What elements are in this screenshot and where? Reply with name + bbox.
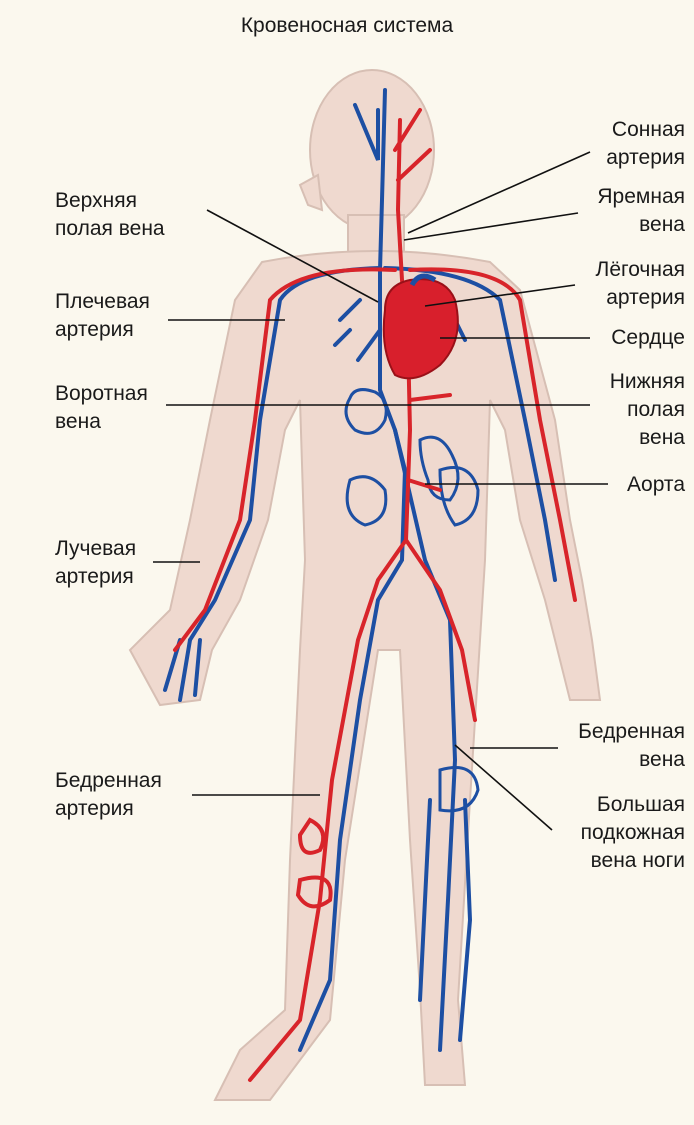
label-brachial-artery: Плечевая артерия (55, 288, 215, 344)
label-pulmonary-artery: Лёгочная артерия (555, 256, 685, 312)
label-inferior-vena-cava: Нижняя полая вена (590, 368, 685, 452)
label-radial-artery: Лучевая артерия (55, 535, 215, 591)
label-heart: Сердце (590, 324, 685, 352)
label-great-saphenous-vein: Большая подкожная вена ноги (545, 791, 685, 875)
label-superior-vena-cava: Верхняя полая вена (55, 187, 215, 243)
label-femoral-vein: Бедренная вена (555, 718, 685, 774)
label-femoral-artery: Бедренная артерия (55, 767, 215, 823)
label-carotid-artery: Сонная артерия (560, 116, 685, 172)
label-aorta: Аорта (600, 471, 685, 499)
label-jugular-vein: Яремная вена (560, 183, 685, 239)
label-portal-vein: Воротная вена (55, 380, 215, 436)
